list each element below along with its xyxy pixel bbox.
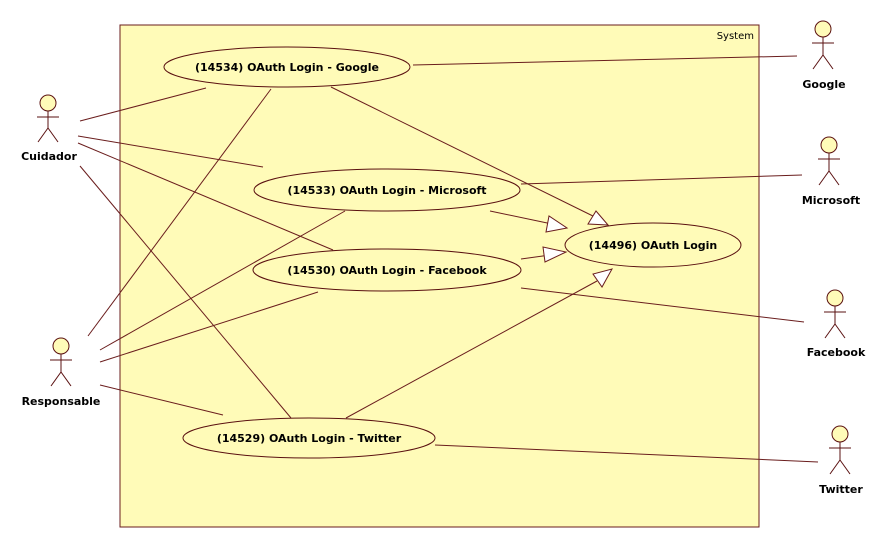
assoc-google-actor bbox=[412, 55, 798, 66]
gen-google-oauth bbox=[330, 86, 600, 220]
assoc-cuidador-facebook bbox=[77, 142, 334, 251]
generalizations bbox=[330, 86, 614, 419]
actor-facebook[interactable]: Facebook bbox=[807, 289, 866, 359]
use-case-microsoft-label: (14533) OAuth Login - Microsoft bbox=[287, 184, 486, 197]
actor-google-icon bbox=[812, 20, 834, 70]
use-case-microsoft[interactable]: (14533) OAuth Login - Microsoft bbox=[253, 168, 521, 212]
actor-twitter[interactable]: Twitter bbox=[819, 425, 863, 496]
assoc-responsable-twitter bbox=[99, 384, 224, 416]
gen-google-arrowhead bbox=[587, 210, 610, 226]
gen-microsoft-oauth bbox=[489, 210, 553, 225]
actor-responsable-icon bbox=[50, 337, 72, 387]
gen-twitter-arrowhead bbox=[592, 268, 614, 288]
actor-responsable[interactable]: Responsable bbox=[22, 337, 101, 408]
actor-facebook-label: Facebook bbox=[807, 346, 866, 359]
use-case-twitter-label: (14529) OAuth Login - Twitter bbox=[217, 432, 402, 445]
actor-responsable-label: Responsable bbox=[22, 395, 101, 408]
use-case-facebook[interactable]: (14530) OAuth Login - Facebook bbox=[252, 248, 522, 292]
actor-facebook-icon bbox=[824, 289, 846, 339]
assoc-facebook-actor bbox=[520, 287, 805, 323]
use-case-twitter[interactable]: (14529) OAuth Login - Twitter bbox=[182, 417, 436, 459]
use-case-facebook-label: (14530) OAuth Login - Facebook bbox=[287, 264, 487, 277]
actor-cuidador-label: Cuidador bbox=[21, 150, 77, 163]
actor-cuidador[interactable]: Cuidador bbox=[21, 94, 77, 163]
gen-twitter-oauth bbox=[345, 280, 598, 419]
actor-google[interactable]: Google bbox=[802, 20, 846, 91]
actor-google-label: Google bbox=[802, 78, 845, 91]
actor-microsoft-label: Microsoft bbox=[802, 194, 860, 207]
assoc-microsoft-actor bbox=[520, 174, 803, 185]
use-case-oauth[interactable]: (14496) OAuth Login bbox=[564, 222, 742, 268]
assoc-twitter-actor bbox=[434, 444, 819, 463]
actor-cuidador-icon bbox=[37, 94, 59, 143]
assoc-cuidador-twitter bbox=[79, 165, 292, 419]
actor-microsoft-icon bbox=[818, 136, 840, 186]
actor-microsoft[interactable]: Microsoft bbox=[802, 136, 860, 207]
associations bbox=[77, 55, 819, 463]
assoc-cuidador-microsoft bbox=[77, 135, 264, 168]
assoc-responsable-microsoft bbox=[99, 210, 346, 351]
gen-facebook-arrowhead bbox=[542, 246, 568, 263]
gen-microsoft-arrowhead bbox=[545, 215, 569, 233]
actor-twitter-label: Twitter bbox=[819, 483, 863, 496]
actor-twitter-icon bbox=[829, 425, 851, 475]
use-case-google[interactable]: (14534) OAuth Login - Google bbox=[163, 46, 411, 88]
assoc-responsable-facebook bbox=[99, 291, 319, 363]
use-case-google-label: (14534) OAuth Login - Google bbox=[195, 61, 379, 74]
use-case-oauth-label: (14496) OAuth Login bbox=[589, 239, 718, 252]
assoc-cuidador-google bbox=[79, 87, 207, 122]
assoc-responsable-google bbox=[87, 88, 272, 337]
system-title: System bbox=[717, 31, 754, 42]
